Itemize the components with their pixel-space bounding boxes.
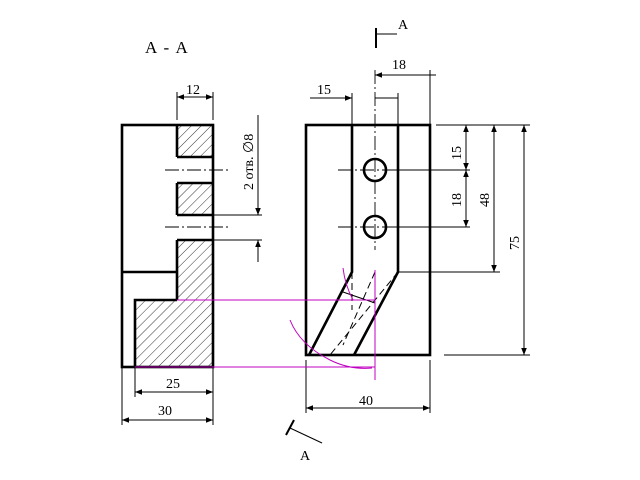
hatch-middle — [177, 183, 213, 215]
dim-75-label: 75 — [508, 236, 523, 250]
dim-40-label: 40 — [359, 394, 373, 409]
projection-lines — [135, 267, 376, 380]
front-view: 18 15 15 18 48 75 40 А А — [285, 18, 530, 464]
dim-18-right-label: 18 — [450, 193, 465, 207]
dim-12-label: 12 — [186, 83, 200, 98]
dim-25-label: 25 — [166, 377, 180, 392]
dim-30-label: 30 — [158, 404, 172, 419]
dim-18-top-label: 18 — [392, 58, 406, 73]
dim-48-label: 48 — [478, 193, 493, 207]
section-mark-bottom: А — [300, 449, 311, 464]
section-mark-top: А — [398, 18, 409, 33]
front-outline — [304, 123, 432, 357]
dim-15-top-label: 15 — [317, 83, 331, 98]
section-title: А - А — [145, 38, 189, 57]
hatch-bottom — [135, 240, 213, 367]
holes-note: 2 отв. ∅8 — [242, 134, 257, 190]
hatch-top — [177, 125, 213, 157]
dim-15-right-label: 15 — [450, 146, 465, 160]
